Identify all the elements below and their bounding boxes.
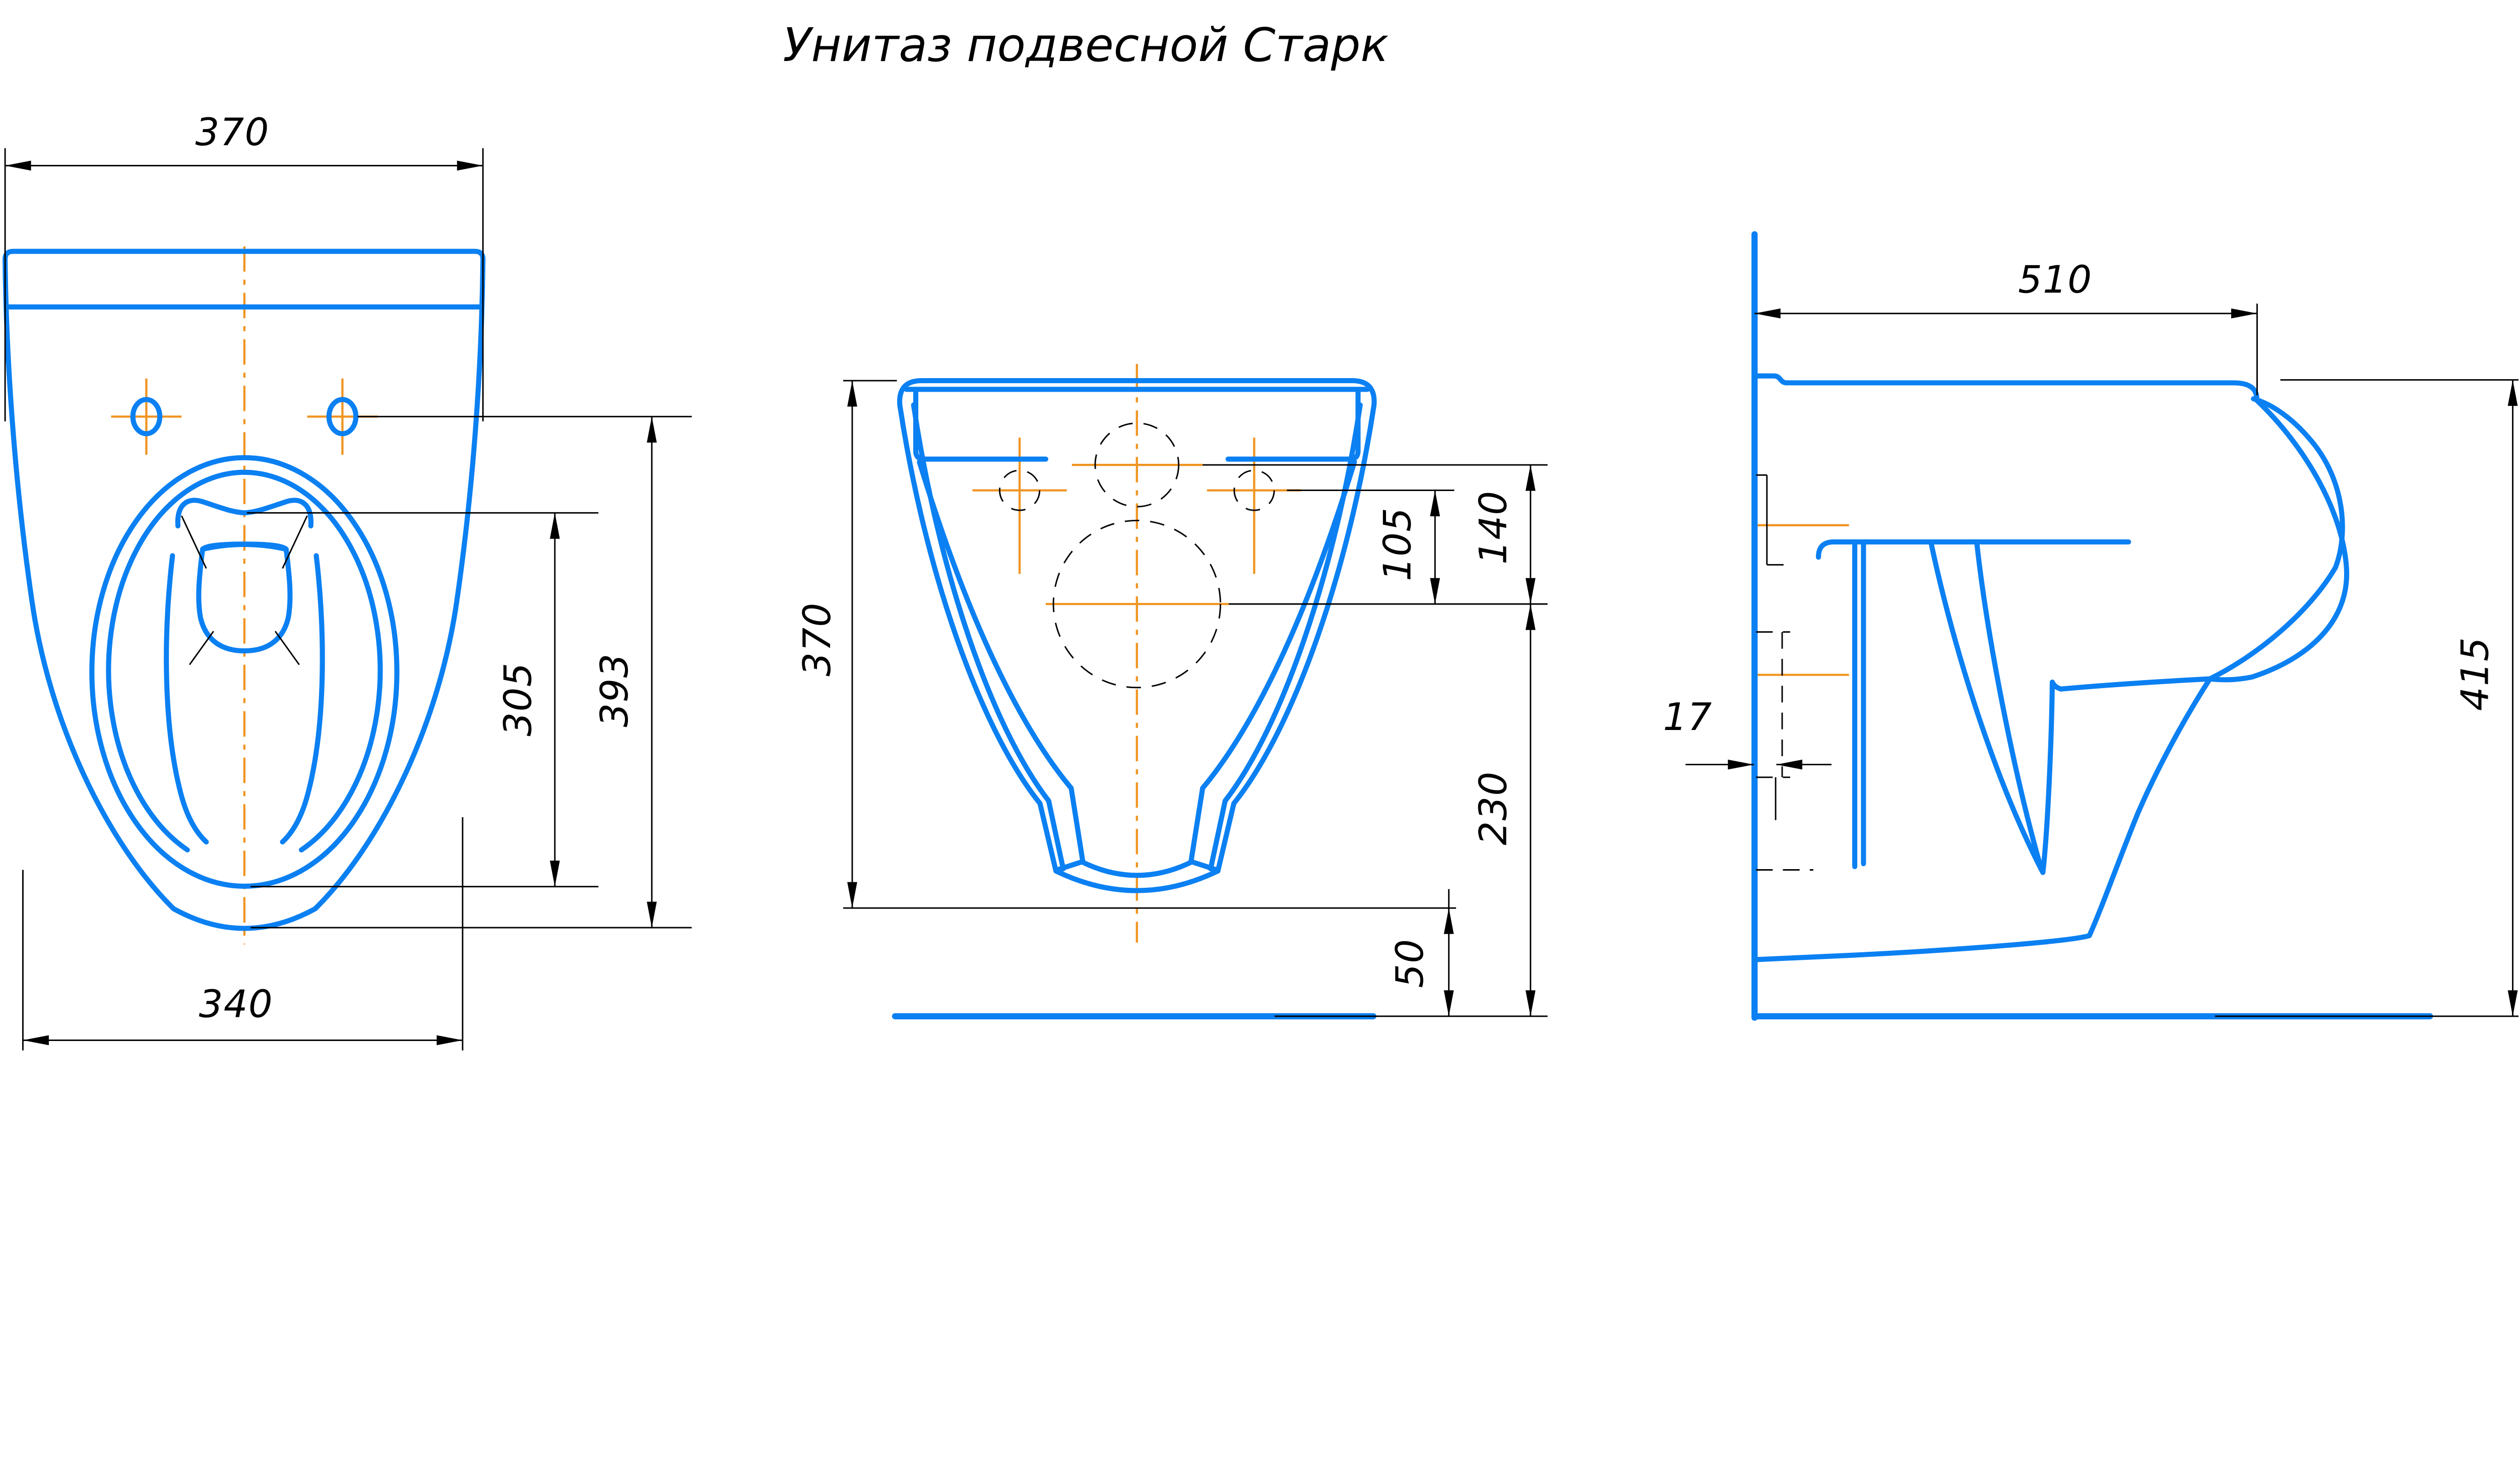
dim-230: 230 — [1471, 771, 1515, 845]
weir-shelf — [2058, 676, 2213, 692]
drawing-sheet: Унитаз подвесной Старк 370 305 39 — [3, 18, 2519, 1051]
water-area-top — [200, 541, 289, 552]
trap-left-wall-outer — [1928, 540, 2046, 875]
seat-outer-ring — [89, 455, 400, 889]
sump-back-wall — [1852, 540, 1866, 870]
dim-50: 50 — [1388, 939, 1432, 988]
toilet-technical-drawing: Унитаз подвесной Старк 370 305 39 — [3, 18, 2519, 1051]
dim-17: 17 — [1663, 695, 1713, 739]
side-view: 510 17 415 — [1663, 231, 2519, 1021]
shell-inner-right — [1208, 402, 1363, 872]
mount-hole-axis-marks — [111, 378, 378, 455]
leaders-393 — [250, 415, 692, 929]
dim-370-front: 370 — [795, 602, 839, 676]
shell-inner-left — [911, 402, 1066, 872]
front-view: 370 105 140 230 50 — [795, 363, 1548, 1019]
side-hole-axis-marks — [1756, 524, 1849, 676]
trap-left-wall-inner — [1974, 540, 2044, 872]
dim-105: 105 — [1375, 507, 1419, 581]
inlet-hole-dashed — [1094, 422, 1180, 508]
bowl-inner-left — [164, 553, 209, 845]
mount-hole-left — [130, 397, 163, 437]
bowl-profile-inner — [2207, 396, 2345, 682]
drawing-title: Унитаз подвесной Старк — [783, 18, 1389, 72]
interior-left — [917, 459, 1086, 864]
interior-right — [1188, 459, 1357, 864]
frame-solid-lines — [1756, 474, 1777, 820]
top-view: 370 305 393 340 — [3, 110, 692, 1051]
ext-lines-340 — [22, 817, 464, 1051]
mount-hole-dashed-left — [998, 469, 1041, 511]
dim-340: 340 — [199, 982, 273, 1026]
rim-section-right — [1225, 387, 1361, 462]
front-leaders — [843, 380, 1548, 1017]
dim-393: 393 — [592, 653, 637, 727]
leaders-305 — [246, 512, 599, 888]
seat-inner-ring — [106, 469, 383, 852]
bowl-profile-outer — [1753, 373, 2350, 962]
bowl-outline-front — [897, 378, 1377, 893]
mount-hole-dashed-right — [1233, 469, 1275, 511]
hole-axis-marks — [972, 438, 1302, 605]
side-leaders — [2215, 303, 2519, 1017]
rim-section-left — [913, 387, 1048, 462]
dim-370-top: 370 — [195, 110, 269, 154]
drain-hole-dashed — [1052, 519, 1221, 689]
dim-510: 510 — [2018, 258, 2092, 302]
outlet-bottom — [1053, 859, 1221, 878]
trap-right-wall — [2040, 679, 2064, 875]
frame-dashed-lines — [1756, 564, 1813, 871]
bowl-inner-right — [280, 553, 325, 845]
bowl-rim-dip — [175, 498, 313, 529]
dim-305: 305 — [495, 662, 540, 736]
dim-140: 140 — [1471, 490, 1515, 564]
ext-lines-370 — [4, 148, 484, 421]
surface-ticks — [180, 515, 308, 665]
dim-415: 415 — [2453, 637, 2497, 711]
seat-surface-line — [1816, 539, 2131, 560]
bowl-outline-top — [3, 249, 486, 931]
mount-hole-right — [326, 397, 359, 437]
